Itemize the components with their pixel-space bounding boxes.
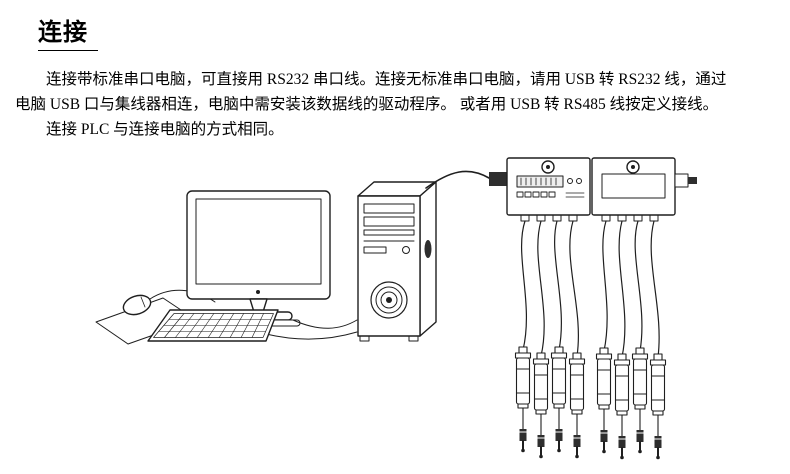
- body-line-3: 连接 PLC 与连接电脑的方式相同。: [46, 121, 284, 138]
- hub-module-left: [506, 157, 591, 222]
- usb-cable: [425, 170, 507, 189]
- hub-display: [516, 175, 564, 188]
- body-line-1: 连接带标准串口电脑，可直接用 RS232 串口线。连接无标准串口电脑，请用 US…: [46, 71, 727, 88]
- desk-cables: [265, 319, 358, 340]
- body-text: 连接带标准串口电脑，可直接用 RS232 串口线。连接无标准串口电脑，请用 US…: [15, 67, 775, 142]
- side-vent: [424, 240, 432, 258]
- wiring-illustration: [95, 157, 697, 461]
- fan-grille: [370, 281, 408, 319]
- hub-module-right: [591, 157, 697, 222]
- connection-diagram-figure: [0, 144, 790, 474]
- desktop-monitor: [186, 190, 331, 327]
- hub-label: [601, 173, 666, 199]
- side-plug: [688, 177, 697, 184]
- page-title: 连接: [38, 12, 98, 51]
- sensors: [514, 346, 667, 461]
- body-line-2: 电脑 USB 口与集线器相连，电脑中需安装该数据线的驱动程序。 或者用 USB …: [15, 96, 719, 113]
- side-port: [674, 173, 689, 188]
- pc-tower: [357, 181, 437, 342]
- keyboard: [147, 309, 279, 342]
- sensor-cables: [520, 220, 660, 358]
- usb-plug: [489, 172, 507, 186]
